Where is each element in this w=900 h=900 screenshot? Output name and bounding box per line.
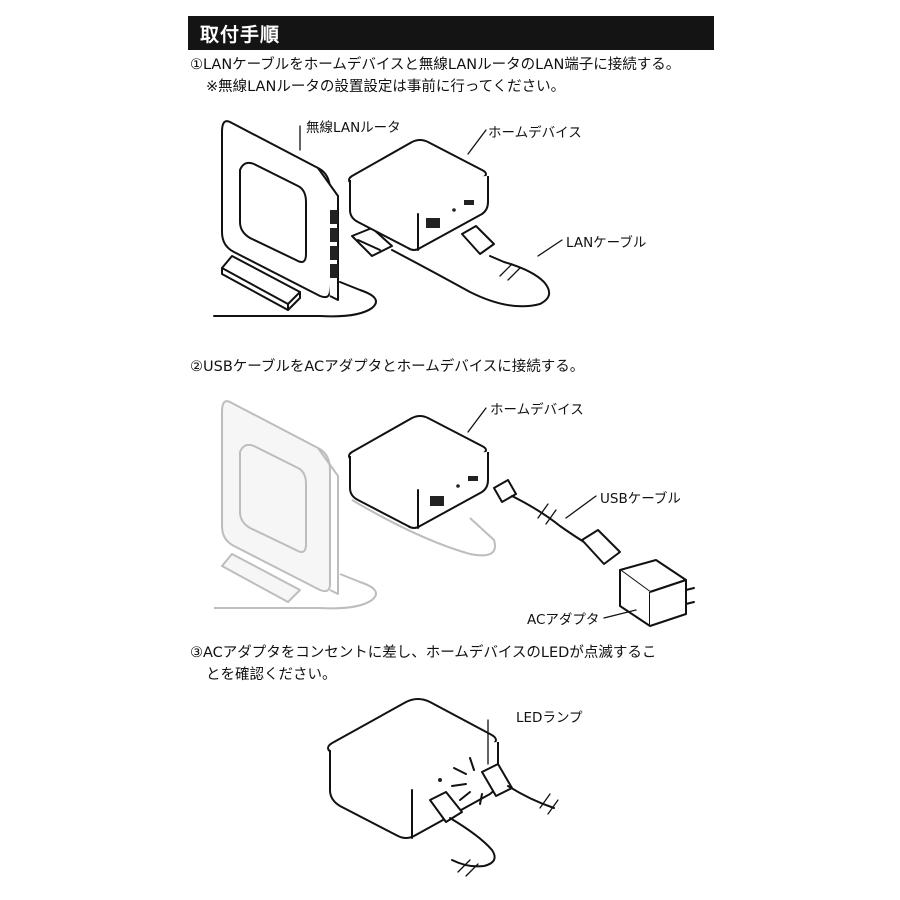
home-device-illustration-1 — [348, 139, 489, 251]
lan-cable-line — [391, 249, 551, 308]
cable-break-mark — [499, 263, 521, 281]
lan-plug-home-device — [461, 225, 495, 255]
step-2-text: ②USBケーブルをACアダプタとホームデバイスに接続する。 — [190, 356, 584, 378]
step-1-note: ※無線LANルータの設置設定は事前に行ってください。 — [206, 79, 566, 95]
router-stand — [221, 255, 301, 311]
led-blink-marks — [451, 757, 483, 805]
step-1-line-1: ①LANケーブルをホームデバイスと無線LANルータのLAN端子に接続する。 — [190, 57, 681, 73]
step-3-line-1: ③ACアダプタをコンセントに差し、ホームデバイスのLEDが点滅するこ — [190, 645, 657, 661]
usb-plug-illustration — [481, 763, 559, 815]
lan-plug-router — [351, 227, 393, 257]
router-ghost — [214, 400, 496, 610]
router-illustration — [221, 120, 339, 301]
home-device-illustration-3 — [327, 698, 499, 839]
section-title: 取付手順 — [200, 24, 281, 46]
step-2-line-1: ②USBケーブルをACアダプタとホームデバイスに接続する。 — [190, 359, 585, 375]
callout-home-device-2: ホームデバイス — [490, 402, 584, 418]
callout-home-device-1: ホームデバイス — [488, 125, 582, 141]
callout-router: 無線LANルータ — [306, 120, 401, 136]
router-power-cable — [213, 281, 377, 318]
step-3-line-2: とを確認ください。 — [206, 667, 337, 683]
lan-plug-illustration — [429, 791, 496, 877]
step-1-text: ①LANケーブルをホームデバイスと無線LANルータのLAN端子に接続する。 ※無… — [190, 54, 680, 98]
callout-led-lamp: LEDランプ — [516, 710, 583, 726]
section-header: 取付手順 — [188, 16, 714, 50]
step-3-text: ③ACアダプタをコンセントに差し、ホームデバイスのLEDが点滅するこ とを確認く… — [190, 642, 656, 686]
ac-adapter-illustration — [619, 559, 695, 627]
callout-lan-cable: LANケーブル — [566, 235, 647, 251]
home-device-illustration-2 — [348, 415, 489, 529]
callout-usb-cable: USBケーブル — [600, 491, 681, 507]
callout-ac-adapter: ACアダプタ — [527, 612, 600, 628]
usb-cable-illustration — [493, 479, 621, 565]
